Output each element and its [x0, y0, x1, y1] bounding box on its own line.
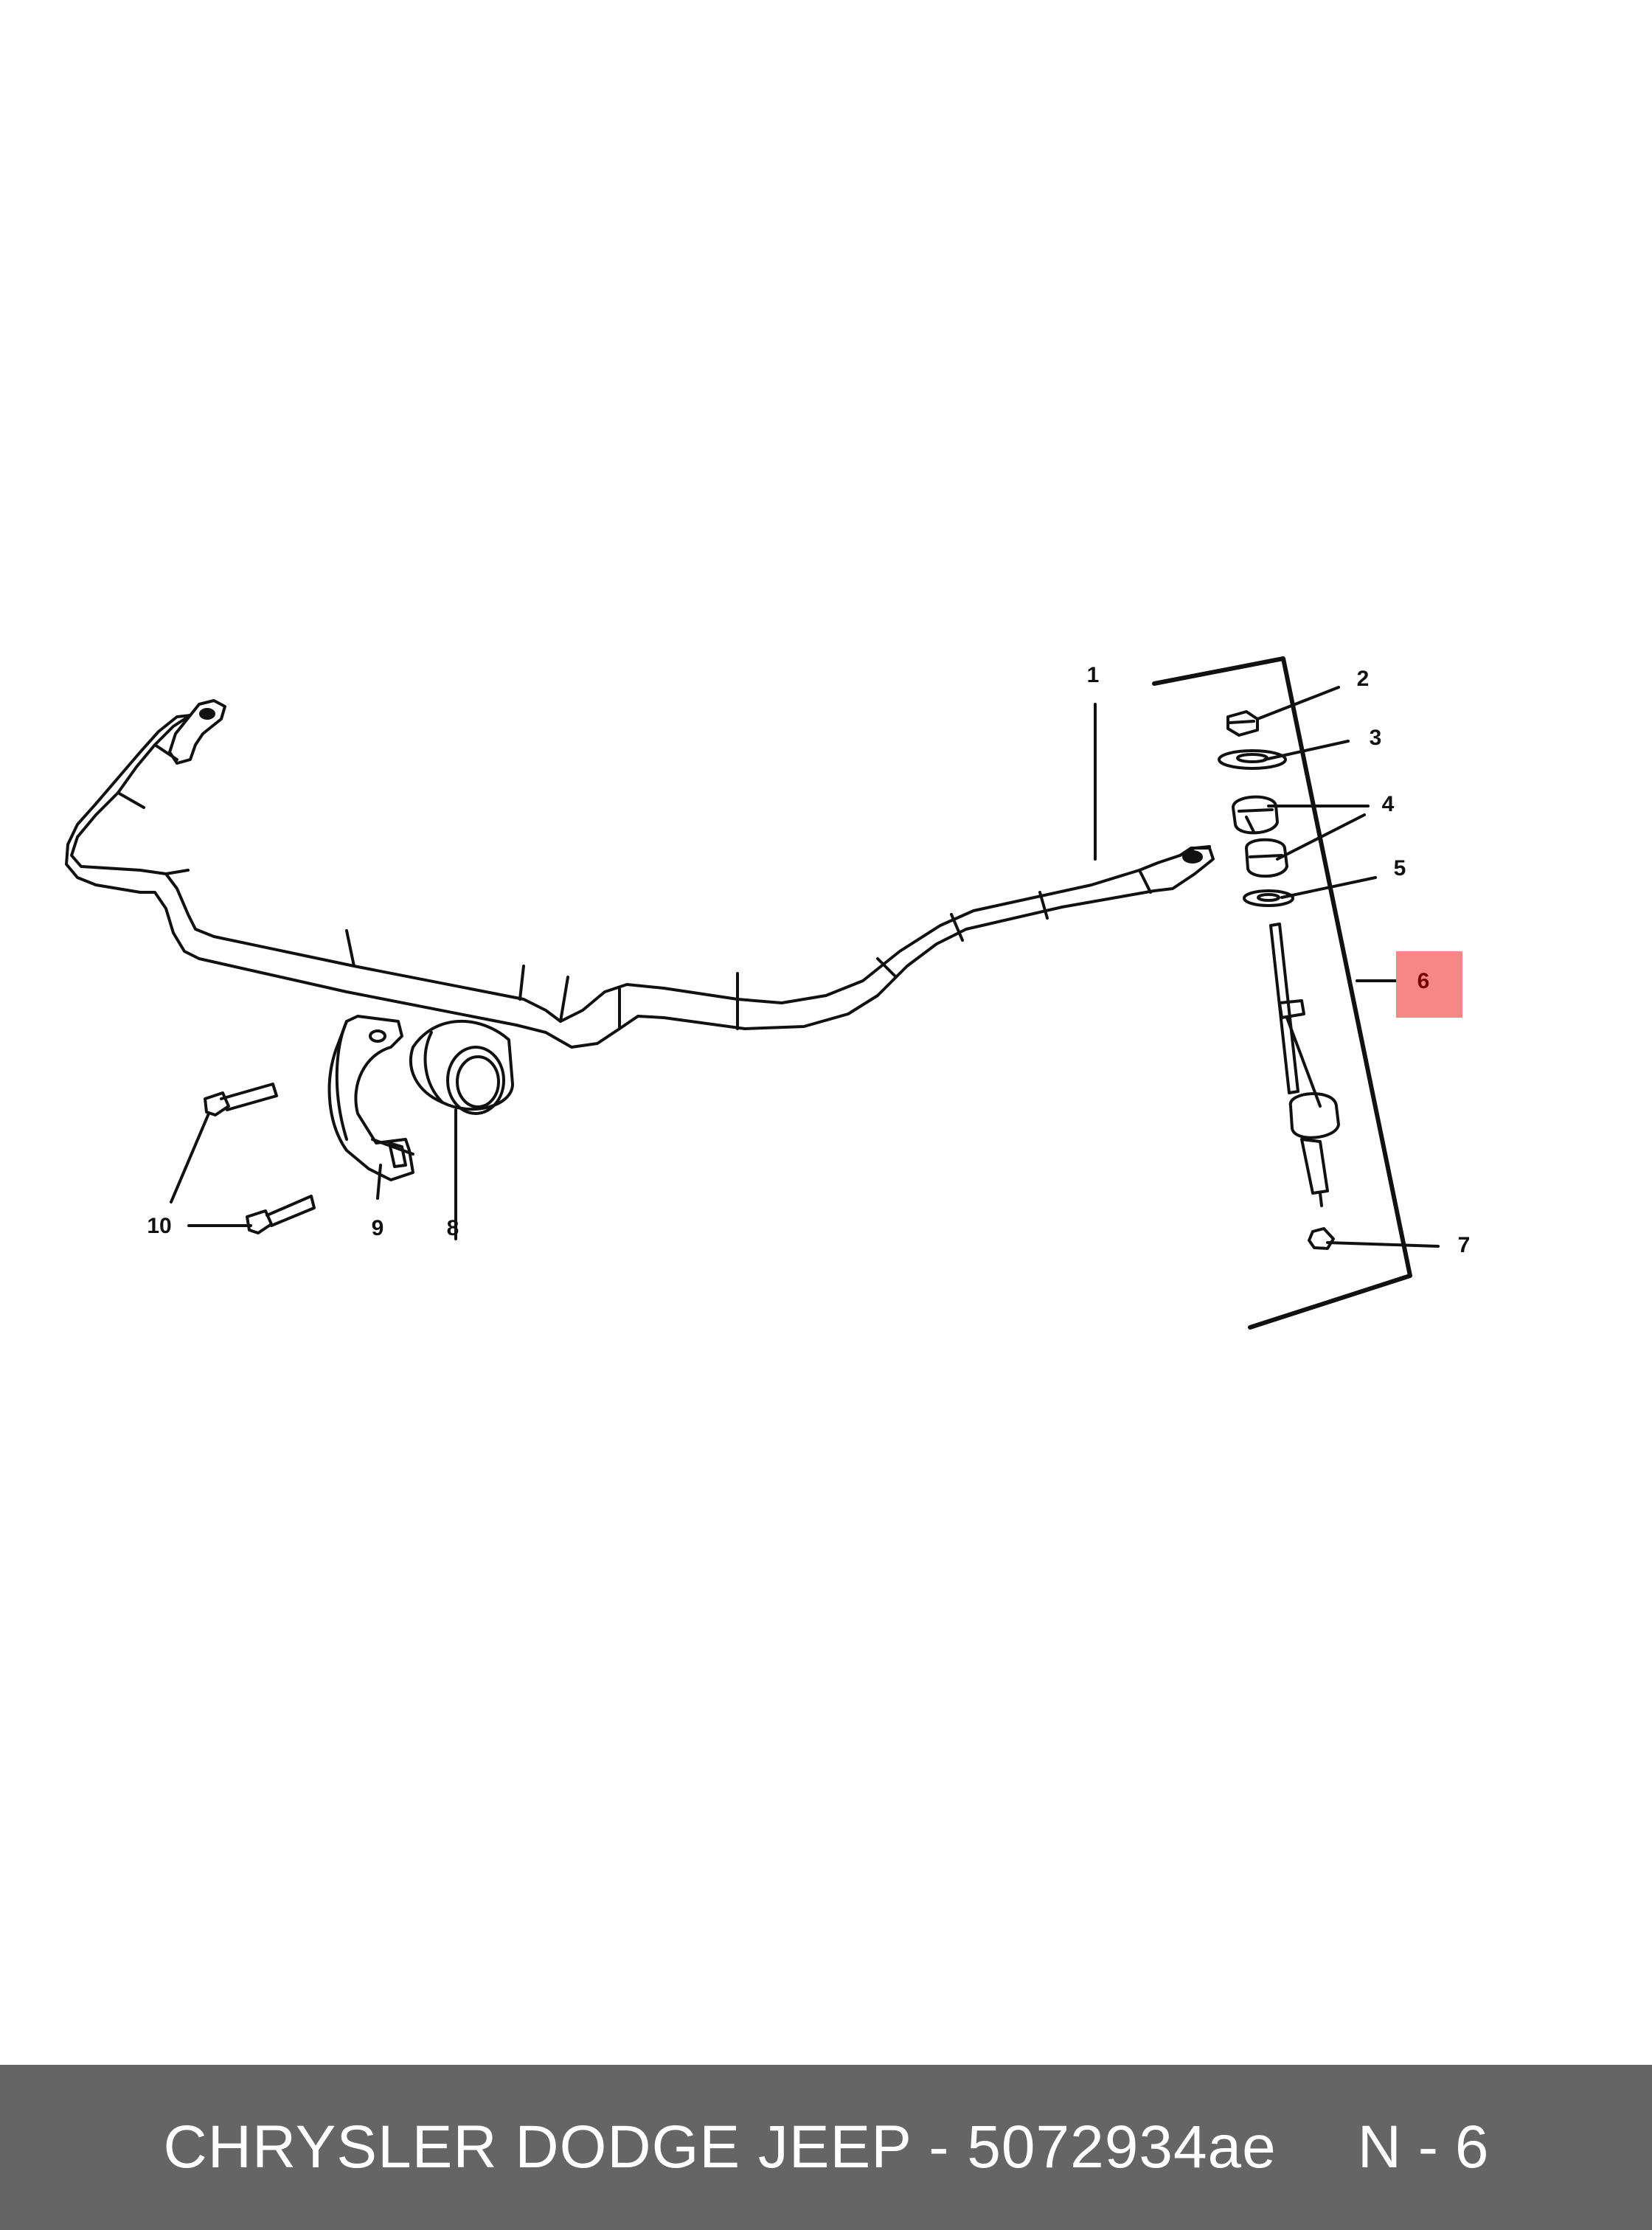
callout-8: 8 — [447, 1216, 459, 1240]
footer-part-code: N - 6 — [1357, 2113, 1489, 2181]
callout-3: 3 — [1370, 726, 1382, 750]
bolt-lower-part-10 — [246, 1195, 316, 1234]
callout-9: 9 — [372, 1216, 384, 1240]
leader-lines — [170, 686, 1440, 1248]
callout-1: 1 — [1087, 663, 1100, 687]
parts-diagram: 1 2 3 4 5 6 7 8 9 10 — [65, 656, 1471, 1330]
link-group-bracket — [1152, 656, 1412, 1330]
stabilizer-link-part-6 — [1269, 923, 1340, 1207]
callout-5: 5 — [1394, 856, 1406, 880]
callout-10: 10 — [147, 1214, 171, 1238]
bolt-upper-part-10 — [204, 1083, 278, 1116]
callout-7: 7 — [1458, 1233, 1471, 1257]
bushing-upper-part-4 — [1232, 795, 1279, 835]
clamp-bracket-part-9 — [327, 1015, 414, 1181]
highlight-box — [1396, 951, 1462, 1018]
washer-part-3 — [1218, 749, 1287, 770]
bushing-lower-part-4 — [1245, 838, 1288, 878]
stabilizer-bar — [65, 699, 1215, 1049]
callout-6: 6 — [1417, 969, 1430, 993]
callout-4: 4 — [1382, 792, 1395, 816]
callout-2: 2 — [1357, 667, 1370, 691]
bushing-part-8 — [409, 1019, 514, 1115]
washer-part-5 — [1243, 889, 1294, 907]
footer-bar: CHRYSLER DODGE JEEP - 5072934ae N - 6 — [0, 2065, 1652, 2230]
nut-part-7 — [1308, 1227, 1335, 1250]
nut-part-2 — [1226, 710, 1259, 737]
footer-part-title: CHRYSLER DODGE JEEP - 5072934ae — [163, 2113, 1277, 2181]
